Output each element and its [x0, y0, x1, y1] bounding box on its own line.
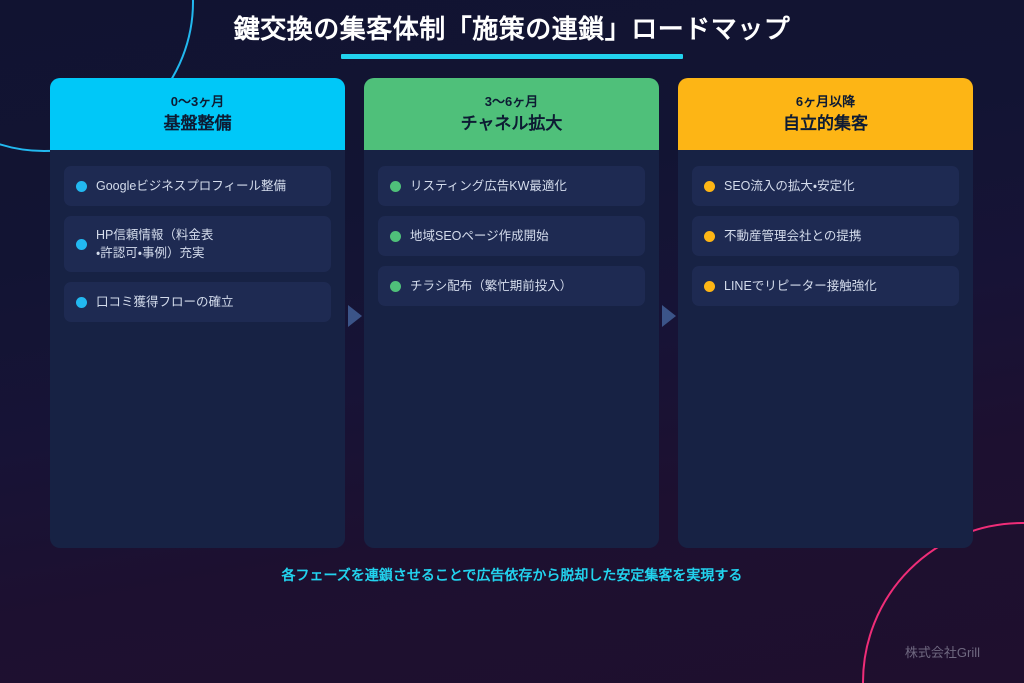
watermark: 株式会社Grill — [904, 645, 980, 660]
phase-header-3: 6ヶ月以降 自立的集客 — [678, 78, 973, 150]
header: 鍵交換の集客体制「施策の連鎖」ロードマップ — [0, 12, 1024, 59]
list-item-label: LINEでリピーター接触強化 — [724, 279, 877, 293]
list-item[interactable]: 口コミ獲得フローの確立 — [64, 282, 331, 322]
roadmap-columns: 0〜3ヶ月 基盤整備 Googleビジネスプロフィール整備 HP信頼情報（料金表… — [50, 78, 974, 548]
list-item-label: リスティング広告KW最適化 — [410, 179, 567, 193]
phase-items-2: リスティング広告KW最適化 地域SEOページ作成開始 チラシ配布（繁忙期前投入） — [364, 150, 659, 306]
bullet-dot-icon — [76, 238, 87, 250]
phase-period-3: 6ヶ月以降 — [795, 93, 856, 109]
phase-name-1: 基盤整備 — [163, 113, 232, 133]
list-item-label: チラシ配布（繁忙期前投入） — [410, 279, 573, 293]
arrow-right-icon — [348, 305, 362, 327]
bullet-dot-icon — [704, 230, 715, 242]
bullet-dot-icon — [390, 180, 401, 192]
phase-items-1: Googleビジネスプロフィール整備 HP信頼情報（料金表 ・許認可・事例）充実… — [50, 150, 345, 322]
list-item[interactable]: SEO流入の拡大・安定化 — [692, 166, 959, 206]
bullet-dot-icon — [704, 280, 715, 292]
title-underline — [341, 54, 683, 59]
bullet-dot-icon — [390, 280, 401, 292]
phase-name-3: 自立的集客 — [783, 113, 868, 133]
list-item-label: HP信頼情報（料金表 ・許認可・事例）充実 — [96, 228, 214, 260]
phase-items-3: SEO流入の拡大・安定化 不動産管理会社との提携 LINEでリピーター接触強化 — [678, 150, 973, 306]
connector-gap-1 — [345, 78, 364, 548]
phase-period-1: 0〜3ヶ月 — [170, 93, 225, 109]
bullet-dot-icon — [390, 230, 401, 242]
list-item[interactable]: 地域SEOページ作成開始 — [378, 216, 645, 256]
phase-column-1[interactable]: 0〜3ヶ月 基盤整備 Googleビジネスプロフィール整備 HP信頼情報（料金表… — [50, 78, 345, 548]
list-item-label: 不動産管理会社との提携 — [724, 229, 862, 243]
arrow-right-icon — [662, 305, 676, 327]
bullet-dot-icon — [76, 296, 87, 308]
phase-column-3[interactable]: 6ヶ月以降 自立的集客 SEO流入の拡大・安定化 不動産管理会社との提携 LIN… — [678, 78, 973, 548]
list-item[interactable]: チラシ配布（繁忙期前投入） — [378, 266, 645, 306]
phase-period-2: 3〜6ヶ月 — [484, 93, 539, 109]
list-item-label: Googleビジネスプロフィール整備 — [96, 179, 287, 193]
bullet-dot-icon — [704, 180, 715, 192]
phase-header-1: 0〜3ヶ月 基盤整備 — [50, 78, 345, 150]
phase-header-2: 3〜6ヶ月 チャネル拡大 — [364, 78, 659, 150]
phase-name-2: チャネル拡大 — [460, 113, 563, 133]
list-item-label: 地域SEOページ作成開始 — [410, 229, 549, 243]
connector-gap-2 — [659, 78, 678, 548]
list-item-label: 口コミ獲得フローの確立 — [96, 295, 234, 309]
list-item[interactable]: リスティング広告KW最適化 — [378, 166, 645, 206]
list-item[interactable]: LINEでリピーター接触強化 — [692, 266, 959, 306]
footer-caption: 各フェーズを連鎖させることで広告依存から脱却した安定集客を実現する — [281, 567, 743, 583]
bullet-dot-icon — [76, 180, 87, 192]
list-item[interactable]: HP信頼情報（料金表 ・許認可・事例）充実 — [64, 216, 331, 272]
list-item-label: SEO流入の拡大・安定化 — [724, 179, 855, 193]
phase-column-2[interactable]: 3〜6ヶ月 チャネル拡大 リスティング広告KW最適化 地域SEOページ作成開始 … — [364, 78, 659, 548]
list-item[interactable]: Googleビジネスプロフィール整備 — [64, 166, 331, 206]
list-item[interactable]: 不動産管理会社との提携 — [692, 216, 959, 256]
page-title: 鍵交換の集客体制「施策の連鎖」ロードマップ — [233, 14, 791, 44]
